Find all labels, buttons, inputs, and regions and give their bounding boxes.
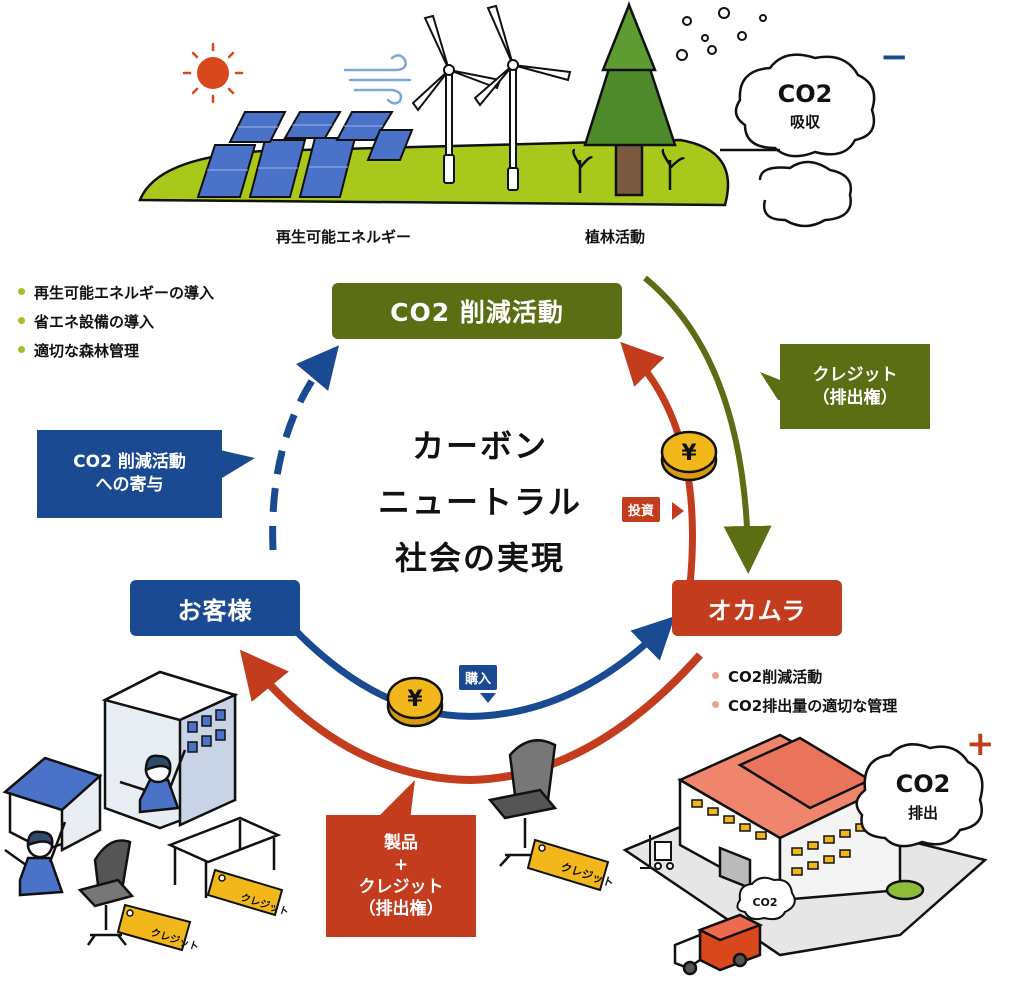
callout-line: への寄与 [95,475,164,495]
node-okamura: オカムラ [672,580,842,636]
bullet-item: CO2削減活動 [712,666,897,687]
bullet-item: 省エネ設備の導入 [18,311,214,332]
callout-pointer-product [375,780,415,820]
callout-line: + [393,854,409,875]
co2-bubbles [676,7,767,61]
sun-icon [182,42,244,104]
solar-panel-icon [196,111,414,198]
tag-pointer-purchase [480,693,496,703]
co2-absorb-formula: CO2 [777,80,833,108]
bullet-item: 再生可能エネルギーの導入 [18,282,214,303]
tree-planting-label: 植林活動 [585,228,646,246]
tree-icon [572,0,686,197]
callout-line: （排出権） [812,387,898,408]
center-title: カーボン ニュートラル 社会の実現 [330,418,630,586]
credit-tag-icon [206,868,284,917]
bullet-item: 適切な森林管理 [18,340,214,361]
yen-symbol-top: ¥ [681,441,697,466]
center-title-line: カーボン [411,427,548,465]
co2-absorb-cloud [720,53,876,228]
renewable-energy-label: 再生可能エネルギー [276,228,412,246]
forklift-icon [640,835,674,870]
co2-emit-label: 排出 [907,804,938,822]
callout-line: クレジット [358,877,444,897]
co2-emit-cloud [855,743,984,848]
truck-co2-cloud [736,876,796,921]
callout-credit: クレジット （排出権） [780,344,930,429]
reduction-bullet-list: 再生可能エネルギーの導入 省エネ設備の導入 適切な森林管理 [18,282,214,369]
wind-turbine-icon [411,4,572,191]
arrow-contribution [269,345,339,551]
credit-tag-icon [116,903,192,952]
okamura-bullet-list: CO2削減活動 CO2排出量の適切な管理 [712,666,897,724]
yen-coin-icon [386,676,444,728]
tag-purchase: 購入 [459,665,498,690]
node-co2-reduction: CO2 削減活動 [332,283,622,339]
truck-co2-label: CO2 [752,896,777,909]
arrow-purchase [292,616,675,720]
co2-emit-formula: CO2 [895,770,951,798]
desk-icon [166,816,282,898]
person-icon [4,821,67,897]
chair-icon [487,739,558,867]
credit-tag-icon [526,838,610,892]
callout-contribution: CO2 削減活動 への寄与 [37,430,222,518]
callout-product-credit: 製品 + クレジット （排出権） [326,815,476,937]
minus-sign: − [880,37,909,77]
house-icon [2,756,103,853]
office-building-icon [101,670,239,830]
callout-line: （排出権） [358,899,444,920]
yen-symbol-bottom: ¥ [407,687,423,712]
tag-pointer-investment [672,502,684,520]
wind-icon [343,54,412,105]
bullet-item: CO2排出量の適切な管理 [712,695,897,716]
co2-absorb-label: 吸収 [789,113,820,131]
tag-investment: 投資 [622,497,661,522]
arrow-credit-to-okamura [643,275,772,574]
callout-line: CO2 削減活動 [73,452,186,473]
truck-icon [673,913,764,976]
plus-sign: + [966,724,995,764]
chair-icon [77,839,135,946]
center-title-line: ニュートラル [377,483,582,521]
person-icon [119,749,187,814]
arrow-product-credit [239,649,703,785]
callout-line: 製品 [384,832,418,853]
center-title-line: 社会の実現 [394,539,565,577]
callout-pointer-contribution [220,450,255,478]
callout-line: クレジット [812,364,898,385]
yen-coin-icon [660,430,718,482]
node-customer: お客様 [130,580,300,636]
